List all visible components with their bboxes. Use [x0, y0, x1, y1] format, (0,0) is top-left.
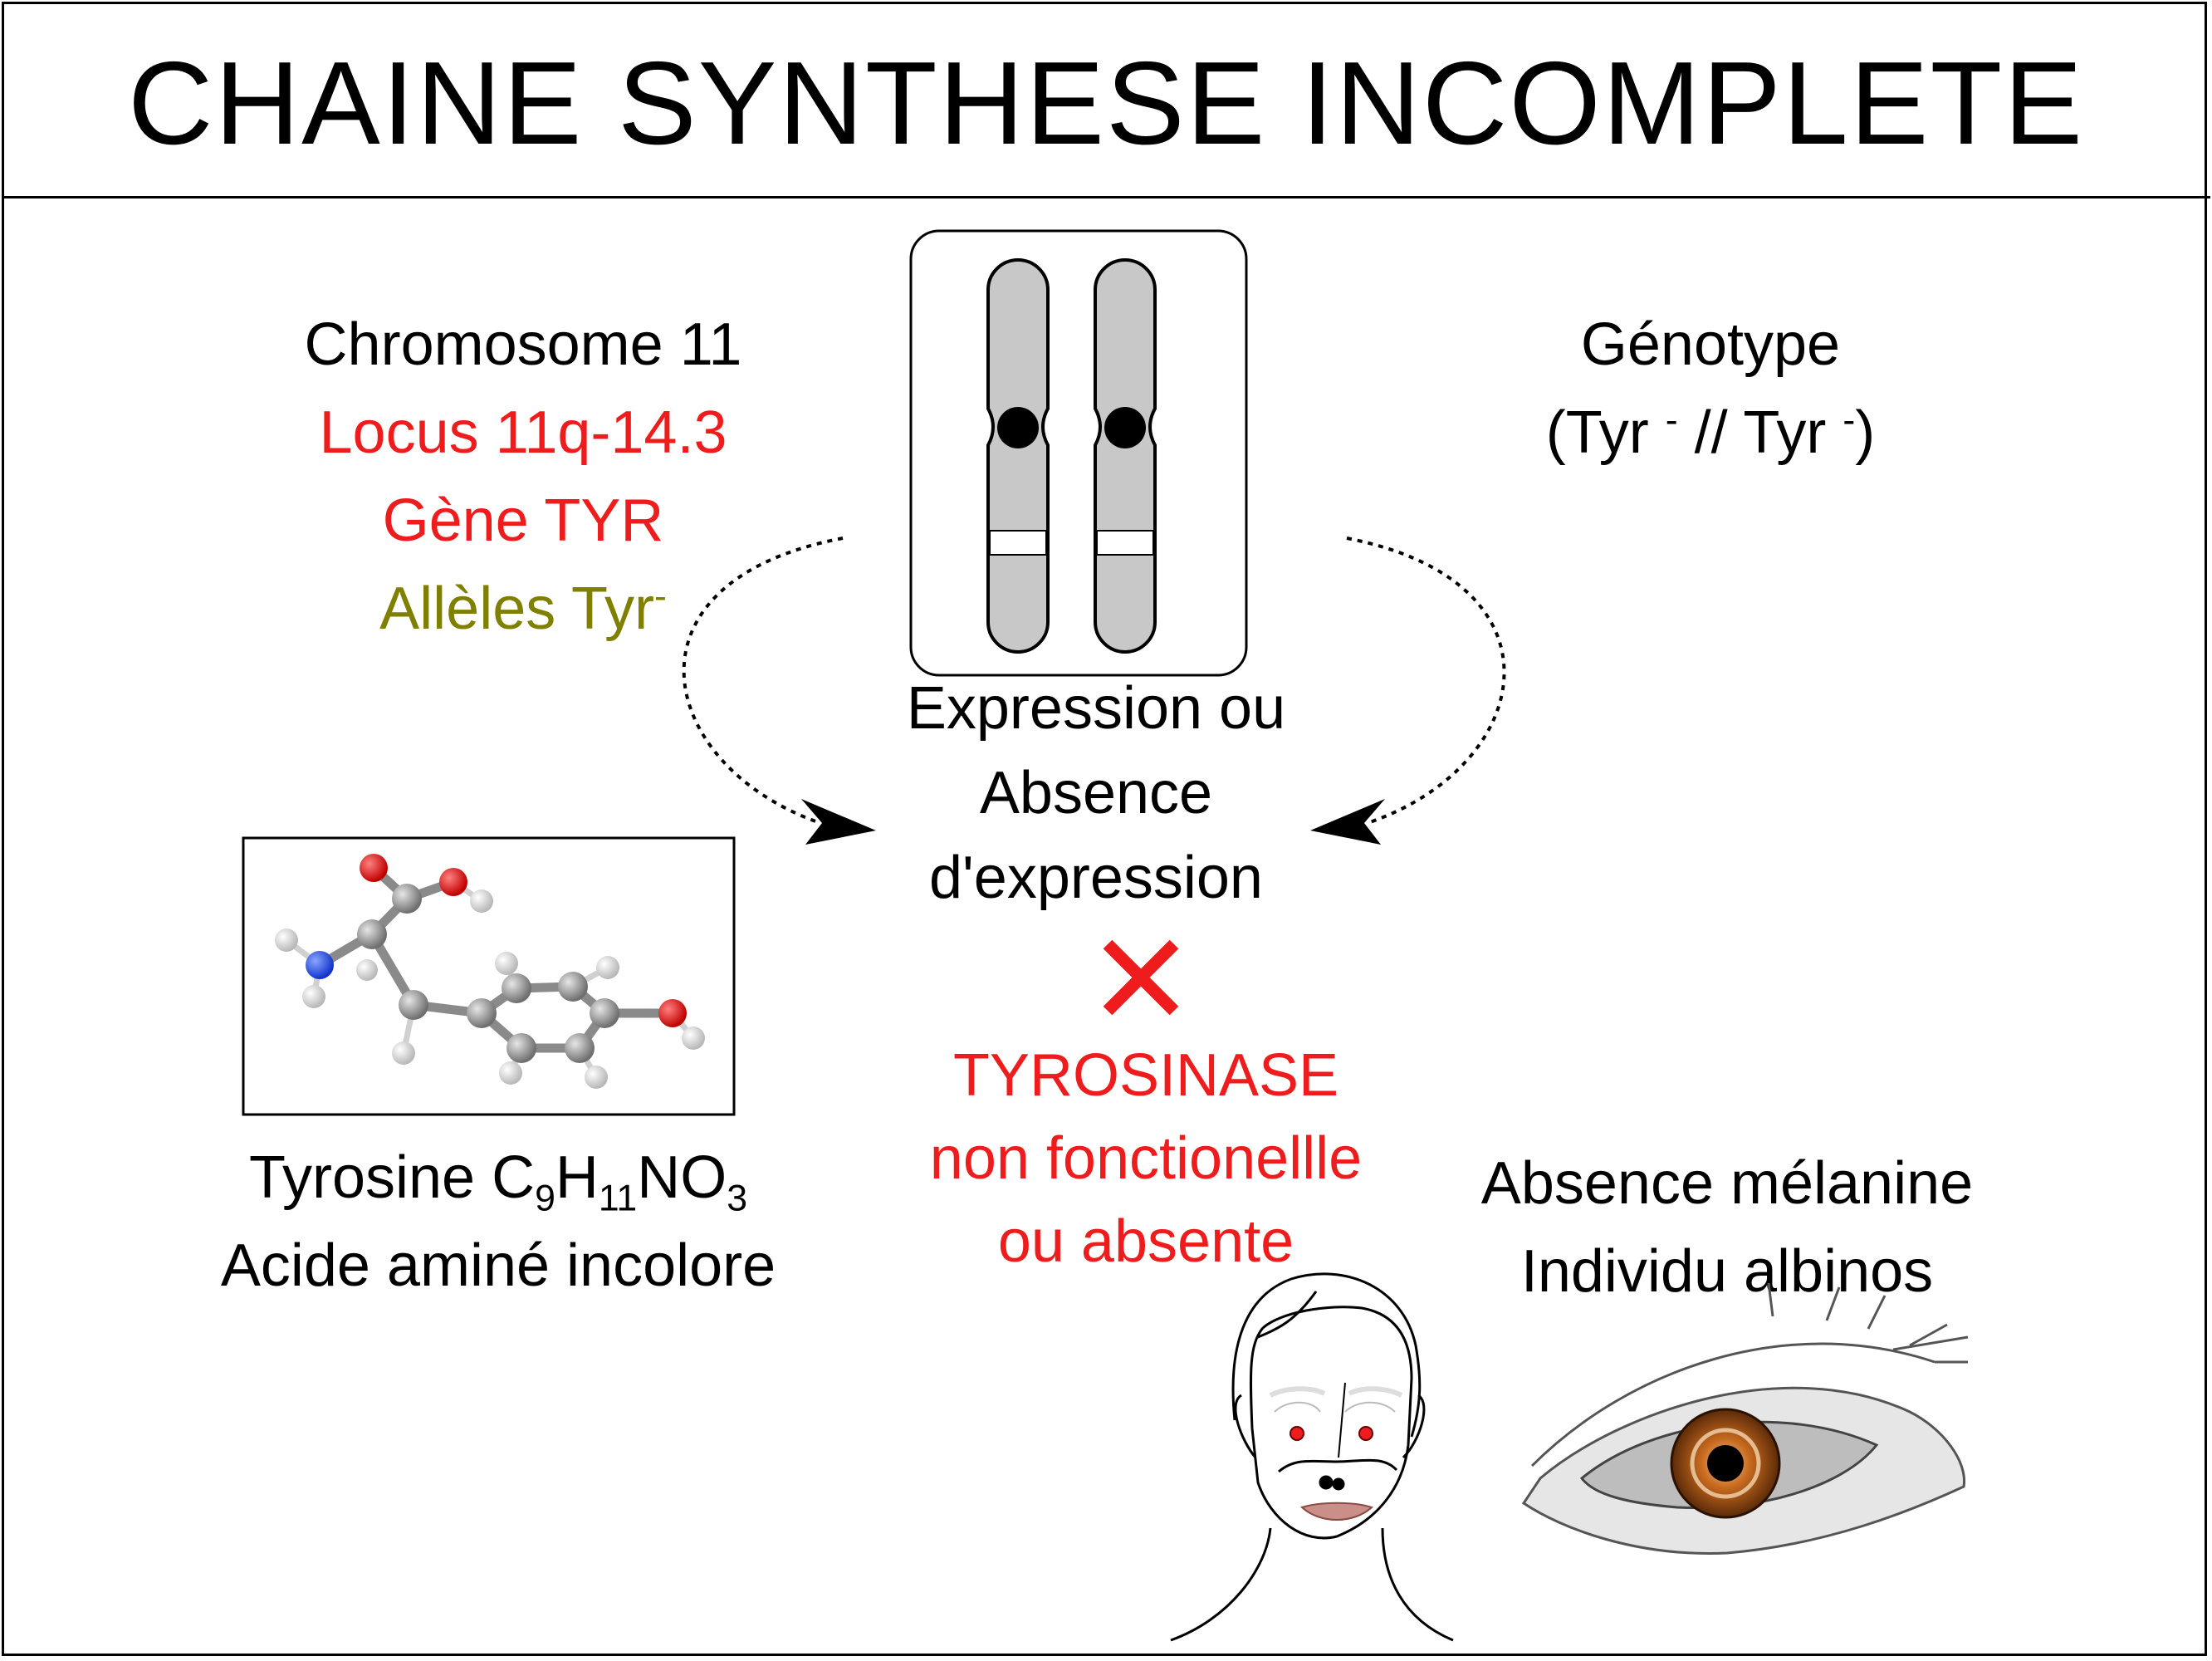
expression-line-1: Expression ou [906, 675, 1286, 742]
face-icon [1170, 1272, 1454, 1642]
genotype-middle: // Tyr [1677, 399, 1843, 466]
tyrosine-description: Acide aminé incolore [220, 1232, 776, 1299]
genotype-label: Génotype [1580, 311, 1841, 378]
alleles-text: Allèles Tyr [379, 576, 654, 642]
tyrosinase-line-3: ou absente [997, 1208, 1294, 1275]
expression-line-3: d'expression [929, 845, 1263, 911]
genotype-sup-1: - [1665, 399, 1678, 441]
formula-sub-c: 9 [535, 1178, 555, 1219]
chromosome-number: Chromosome 11 [304, 311, 742, 378]
gene-label: Gène TYR [382, 488, 664, 554]
tyrosinase-text: TYROSINASE non fonctionellle ou absente [814, 1034, 1478, 1283]
genotype-close: ) [1855, 399, 1876, 466]
tyrosine-name: Tyrosine C [248, 1144, 536, 1211]
tyrosine-text: Tyrosine C9H11NO3 Acide aminé incolore [166, 1134, 830, 1310]
expression-text: Expression ou Absence d'expression [764, 666, 1428, 920]
result-line-2: Individu albinos [1520, 1238, 1934, 1305]
eye-icon [1521, 1282, 1969, 1555]
formula-h: H [555, 1144, 599, 1211]
chromosome-pair-icon [909, 229, 1248, 677]
right-dotted-arrow [1310, 537, 1506, 845]
chromosome-info: Chromosome 11 Locus 11q-14.3 Gène TYR Al… [191, 301, 855, 653]
diagram-title: CHAINE SYNTHESE INCOMPLETE [128, 37, 2084, 169]
alleles-superscript: - [653, 576, 667, 617]
genotype-open: (Tyr [1545, 399, 1666, 466]
tyrosine-molecule-icon [242, 836, 736, 1116]
result-text: Absence mélanine Individu albinos [1395, 1139, 2059, 1316]
locus-label: Locus 11q-14.3 [319, 399, 727, 466]
alleles-label: Allèles Tyr- [191, 565, 855, 653]
genotype-value: (Tyr - // Tyr -) [1378, 389, 2043, 477]
cross-icon [1103, 939, 1179, 1016]
left-dotted-arrow [682, 537, 876, 845]
formula-sub-h: 11 [598, 1178, 638, 1219]
tyrosine-formula: Tyrosine C9H11NO3 [166, 1134, 830, 1222]
formula-no: NO [637, 1144, 727, 1211]
tyrosinase-line-1: TYROSINASE [952, 1042, 1339, 1109]
result-line-1: Absence mélanine [1480, 1150, 1974, 1217]
genotype-info: Génotype (Tyr - // Tyr -) [1378, 301, 2043, 477]
formula-sub-o: 3 [727, 1178, 748, 1219]
tyrosinase-line-2: non fonctionellle [929, 1125, 1363, 1192]
genotype-sup-2: - [1843, 399, 1856, 441]
title-divider [2, 196, 2210, 198]
expression-line-2: Absence [979, 760, 1213, 826]
